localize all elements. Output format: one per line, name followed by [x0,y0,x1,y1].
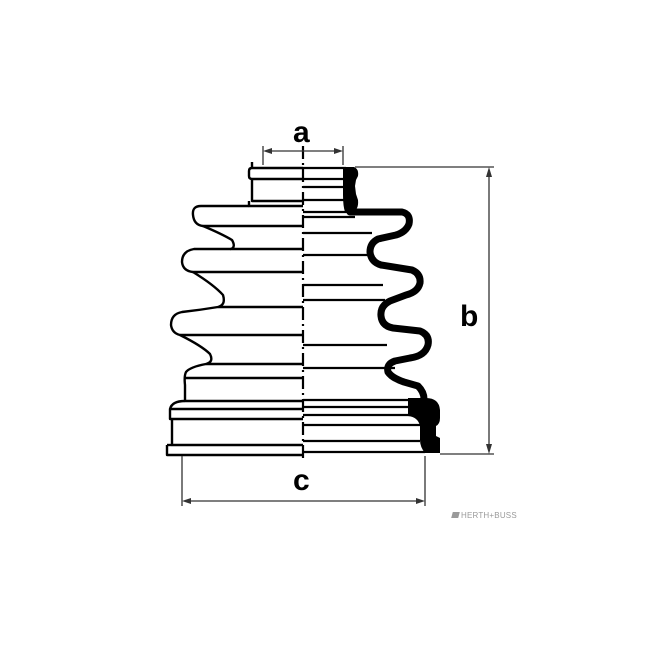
herth-buss-logo-icon [451,512,460,518]
dimension-label-c: c [293,464,310,497]
boot-outline-left [165,162,303,457]
brand-name: HERTH+BUSS [461,511,517,520]
dimension-label-b: b [460,300,479,333]
dimension-label-a: a [293,116,310,149]
dimension-c [181,456,426,506]
dimension-a [262,146,344,165]
boot-wall-profile [346,208,432,403]
dimension-b [355,166,494,455]
clamp-blocks [343,167,440,453]
boot-section-right [303,166,425,454]
brand-watermark: HERTH+BUSS [451,511,517,520]
